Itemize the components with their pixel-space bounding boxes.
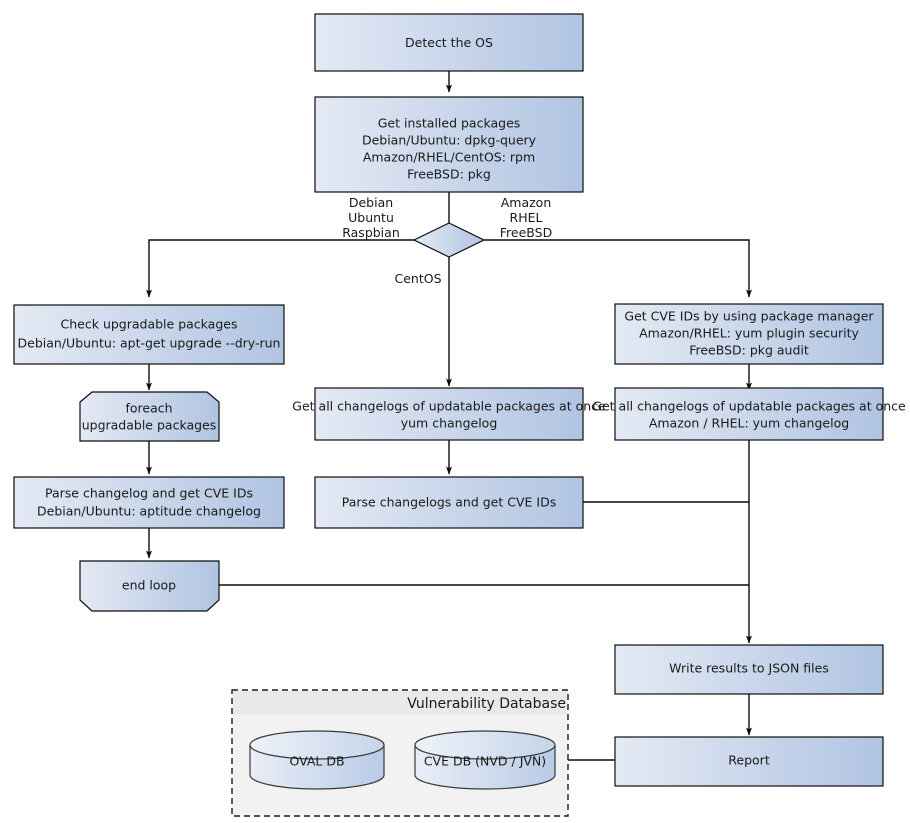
foreach-loop-shape[interactable] [79,391,220,442]
get-changelogs-center-box[interactable] [314,387,584,441]
get-installed-packages-line-3: FreeBSD: pkg [407,167,491,182]
end-loop-label: end loop [122,578,176,593]
oval-db-label: OVAL DB [289,754,344,769]
detect-os-label: Detect the OS [405,35,493,50]
foreach-loop-line-0: foreach [125,401,172,416]
cve-db-top [414,730,556,760]
oval-db-top [249,730,385,760]
get-installed-packages-line-2: Amazon/RHEL/CentOS: rpm [363,150,535,165]
parse-changelogs-center-box[interactable] [314,476,584,529]
get-cve-ids-line-2: FreeBSD: pkg audit [689,343,809,358]
node-parse-changelogs-center[interactable]: Parse changelogs and get CVE IDs [314,476,584,529]
parse-changelog-left-line-0: Parse changelog and get CVE IDs [45,486,253,501]
get-changelogs-right-line-0: Get all changelogs of updatable packages… [592,399,906,414]
foreach-loop-line-1: upgradable packages [82,418,217,433]
group-title-bar [233,691,567,715]
cve-db-label: CVE DB (NVD / JVN) [424,754,546,769]
os-decision-diamond[interactable] [412,222,486,258]
detect-os-box[interactable] [314,13,584,72]
node-get-cve-ids-package-manager[interactable]: Get CVE IDs by using package manager Ama… [614,303,884,365]
node-get-changelogs-right[interactable]: Get all changelogs of updatable packages… [592,387,906,441]
left-branch-line-0: Debian [349,195,393,210]
node-report[interactable]: Report [614,736,884,787]
edge-label-right-branch: Amazon RHEL FreeBSD [500,195,552,240]
node-write-results[interactable]: Write results to JSON files [614,644,884,695]
check-upgradable-box[interactable] [13,304,285,365]
check-upgradable-line-0: Check upgradable packages [61,317,238,332]
parse-changelogs-center-label: Parse changelogs and get CVE IDs [342,495,556,510]
parse-changelog-left-box[interactable] [13,476,285,529]
center-branch-line-0: CentOS [394,271,441,286]
node-check-upgradable-packages[interactable]: Check upgradable packages Debian/Ubuntu:… [13,304,285,365]
get-changelogs-center-line-1: yum changelog [401,416,498,431]
edge-decision-left [146,239,414,298]
report-box[interactable] [614,736,884,787]
get-installed-packages-box[interactable] [314,96,584,193]
get-cve-ids-line-0: Get CVE IDs by using package manager [624,309,874,324]
get-cve-ids-box[interactable] [614,303,884,365]
right-branch-line-2: FreeBSD [500,225,552,240]
group-title-text: Vulnerability Database [407,696,566,712]
write-results-box[interactable] [614,644,884,695]
left-branch-line-1: Ubuntu [348,210,394,225]
edge-label-center-branch: CentOS [394,271,441,286]
edge-label-left-branch: Debian Ubuntu Raspbian [342,195,400,240]
connectors [146,71,753,761]
cve-db-cylinder: CVE DB (NVD / JVN) [414,730,556,790]
node-foreach-loop[interactable]: foreach upgradable packages [79,391,220,442]
node-get-changelogs-center[interactable]: Get all changelogs of updatable packages… [292,387,606,441]
get-changelogs-right-line-1: Amazon / RHEL: yum changelog [649,416,849,431]
check-upgradable-line-1: Debian/Ubuntu: apt-get upgrade --dry-run [18,336,281,351]
report-label: Report [728,753,770,768]
get-changelogs-center-line-0: Get all changelogs of updatable packages… [292,399,606,414]
parse-changelog-left-line-1: Debian/Ubuntu: aptitude changelog [37,504,261,519]
get-installed-packages-line-0: Get installed packages [378,116,521,131]
write-results-label: Write results to JSON files [669,661,829,676]
oval-db-cylinder: OVAL DB [249,730,385,790]
get-installed-packages-line-1: Debian/Ubuntu: dpkg-query [362,133,537,148]
get-changelogs-right-box[interactable] [614,387,884,441]
right-branch-line-1: RHEL [510,210,543,225]
get-cve-ids-line-1: Amazon/RHEL: yum plugin security [639,326,859,341]
end-loop-shape[interactable] [79,560,220,612]
edge-decision-right [484,239,753,298]
right-branch-line-0: Amazon [501,195,552,210]
node-get-installed-packages[interactable]: Get installed packages Debian/Ubuntu: dp… [314,96,584,193]
node-parse-changelog-left[interactable]: Parse changelog and get CVE IDs Debian/U… [13,476,285,529]
vulnerability-database-group: Vulnerability Database OVAL DB CVE DB (N… [231,689,569,817]
left-branch-line-2: Raspbian [342,225,400,240]
node-end-loop[interactable]: end loop [79,560,220,612]
node-os-decision[interactable] [412,222,486,258]
node-detect-os[interactable]: Detect the OS [314,13,584,72]
